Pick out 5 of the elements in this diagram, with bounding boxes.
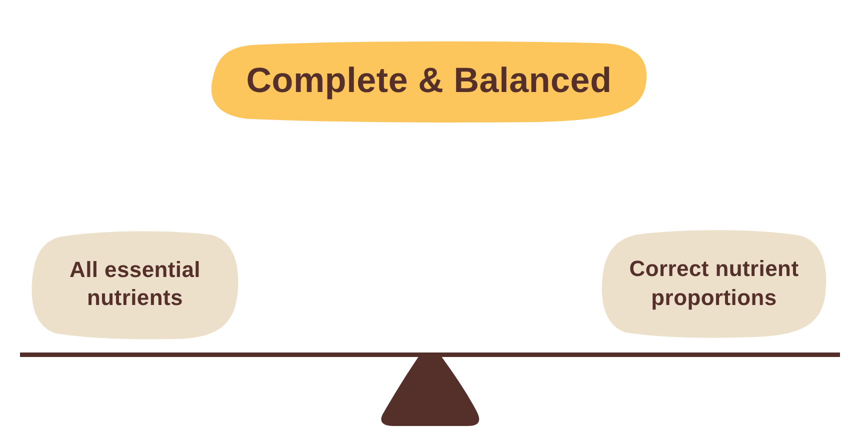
label-text: All essential nutrients xyxy=(68,256,202,312)
label-blob xyxy=(30,228,240,340)
label-text: Correct nutrient proportions xyxy=(628,255,800,312)
heading-text: Complete & Balanced xyxy=(246,62,612,101)
label-blob xyxy=(600,228,828,339)
